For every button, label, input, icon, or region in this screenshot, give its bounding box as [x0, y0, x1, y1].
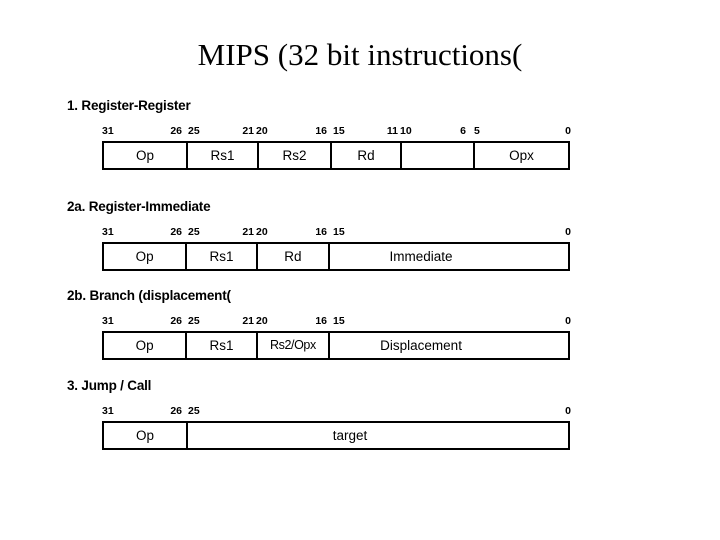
- field-op: Op: [104, 423, 188, 448]
- bit-ruler: 31 26 25 21 20 16 15 11 10 6 5 0: [0, 125, 720, 139]
- field-target-label: target: [332, 428, 368, 443]
- field-rs1: Rs1: [187, 333, 258, 358]
- bit-label-31: 31: [102, 125, 114, 137]
- bit-label-25: 25: [188, 315, 200, 327]
- field-rd: Rd: [332, 143, 402, 168]
- bit-label-6: 6: [460, 125, 466, 137]
- field-rs1: Rs1: [188, 143, 259, 168]
- bit-label-16: 16: [315, 226, 327, 238]
- field-opx: Opx: [509, 148, 534, 163]
- instruction-format-row: Op Rs1 Rd Immediate: [102, 242, 570, 271]
- bit-label-25: 25: [188, 226, 200, 238]
- bit-label-26: 26: [170, 405, 182, 417]
- bit-label-0: 0: [565, 315, 571, 327]
- field-unused: [402, 143, 475, 168]
- bit-ruler: 31 26 25 0: [0, 405, 720, 419]
- bit-label-21: 21: [242, 226, 254, 238]
- field-op: Op: [104, 143, 188, 168]
- bit-label-20: 20: [256, 315, 268, 327]
- bit-label-15: 15: [333, 315, 345, 327]
- bit-label-25: 25: [188, 125, 200, 137]
- field-rs1: Rs1: [187, 244, 258, 269]
- field-rs2-opx: Rs2/Opx: [258, 333, 331, 358]
- bit-label-26: 26: [170, 315, 182, 327]
- bit-label-31: 31: [102, 315, 114, 327]
- bit-label-20: 20: [256, 226, 268, 238]
- field-immediate-label: Immediate: [389, 249, 453, 264]
- field-displacement: Displacement: [330, 333, 568, 358]
- instruction-format-row: Op target: [102, 421, 570, 450]
- bit-label-16: 16: [315, 315, 327, 327]
- instruction-format-row: Op Rs1 Rs2 Rd Opx: [102, 141, 570, 170]
- field-op: Op: [104, 333, 188, 358]
- section-heading: 2b. Branch (displacement(: [67, 288, 231, 303]
- bit-ruler: 31 26 25 21 20 16 15 0: [0, 226, 720, 240]
- section-heading: 3. Jump / Call: [67, 378, 152, 393]
- bit-label-10: 10: [400, 125, 412, 137]
- field-rs2: Rs2: [259, 143, 332, 168]
- bit-label-0: 0: [565, 405, 571, 417]
- bit-label-21: 21: [242, 315, 254, 327]
- section-heading: 1. Register-Register: [67, 98, 191, 113]
- bit-label-5: 5: [474, 125, 480, 137]
- bit-ruler: 31 26 25 21 20 16 15 0: [0, 315, 720, 329]
- field-target: target: [188, 423, 568, 448]
- section-heading: 2a. Register-Immediate: [67, 199, 211, 214]
- field-rd: Rd: [258, 244, 331, 269]
- bit-label-0: 0: [565, 226, 571, 238]
- bit-label-21: 21: [242, 125, 254, 137]
- bit-label-20: 20: [256, 125, 268, 137]
- bit-label-31: 31: [102, 405, 114, 417]
- field-immediate: Immediate: [330, 244, 568, 269]
- bit-label-26: 26: [170, 226, 182, 238]
- bit-label-25: 25: [188, 405, 200, 417]
- bit-label-15: 15: [333, 226, 345, 238]
- bit-label-26: 26: [170, 125, 182, 137]
- bit-label-11: 11: [386, 125, 398, 137]
- bit-label-16: 16: [315, 125, 327, 137]
- bit-label-0: 0: [565, 125, 571, 137]
- bit-label-31: 31: [102, 226, 114, 238]
- field-op: Op: [104, 244, 188, 269]
- page-title: MIPS (32 bit instructions(: [197, 37, 523, 72]
- instruction-format-row: Op Rs1 Rs2/Opx Displacement: [102, 331, 570, 360]
- field-displacement-label: Displacement: [380, 338, 462, 353]
- bit-label-15: 15: [333, 125, 345, 137]
